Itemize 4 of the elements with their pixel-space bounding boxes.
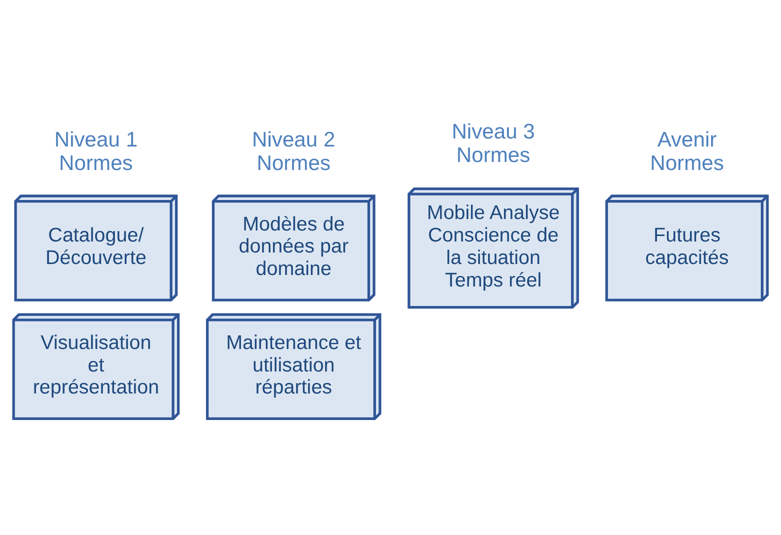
node-label: Avenir Normes (650, 128, 724, 176)
node-label: Niveau 2 Normes (252, 128, 336, 176)
node-label: Niveau 3 Normes (452, 120, 535, 168)
node-label: Niveau 1 Normes (54, 128, 138, 176)
